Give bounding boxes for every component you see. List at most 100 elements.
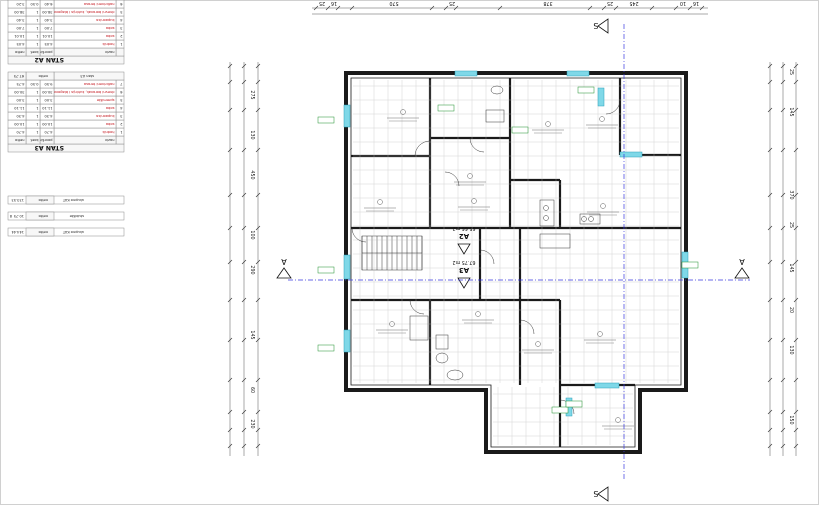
table-cell: 1	[36, 26, 38, 30]
table-total-label: stan A3	[80, 74, 94, 78]
table-cell: soba	[106, 26, 115, 30]
table-cell: 2	[120, 34, 122, 38]
section-marker-top: S	[593, 18, 609, 34]
table-cell: 3.00	[44, 98, 53, 102]
room-labels	[364, 109, 634, 430]
apartment-a3-name: A3	[459, 266, 469, 274]
table-cell: hodnik	[101, 130, 114, 134]
table-total-kind: netto	[38, 74, 48, 78]
right-dimension: 130	[788, 345, 794, 354]
table-cell: 1	[36, 18, 38, 22]
left-dimension: 230	[249, 419, 255, 428]
table-cell: natkriveni terasa	[84, 82, 115, 86]
top-dimension: 378	[543, 0, 552, 6]
table-header-cell: netto	[15, 138, 25, 142]
summary-kind: netto	[38, 198, 48, 202]
dimension-lines	[229, 7, 797, 456]
table-cell: 9.50	[44, 82, 53, 86]
table-cell: dnevni boravak, kuhinja i blagovaonica	[44, 10, 114, 14]
table-cell: soba	[106, 106, 115, 110]
summary-kind: netto	[38, 230, 48, 234]
top-dimension: 245	[629, 0, 638, 6]
table-cell: 5	[120, 10, 122, 14]
table-total-value: 67.75	[14, 74, 24, 78]
door-swings	[351, 99, 621, 415]
element-tags	[317, 86, 699, 414]
left-dimension: 100	[249, 230, 255, 239]
table-cell: 7.00	[44, 26, 53, 30]
table-cell: 3.40	[16, 18, 25, 22]
apartment-a2-area: 65.66 m2	[453, 225, 476, 231]
table-stan-a3: STAN A3nazivpovršinakoef.netto1hodnik4.7…	[7, 71, 125, 153]
section-marker-right: A	[734, 257, 750, 279]
table-cell: 11.10	[41, 106, 52, 110]
top-dimension: 570	[389, 0, 398, 6]
table-cell: 4	[120, 106, 123, 110]
table-cell: soba	[106, 34, 115, 38]
table-cell: 1	[36, 122, 38, 126]
right-dimension: 25	[788, 69, 794, 75]
top-dimension: 25	[449, 0, 455, 6]
table-cell: 1	[36, 98, 38, 102]
table-cell: 3	[120, 114, 122, 118]
right-dimension: 145	[788, 107, 794, 116]
table-header-cell: koef.	[30, 50, 39, 54]
summary-number: 8	[9, 214, 12, 218]
top-dimension: 25	[607, 0, 613, 6]
table-cell: 38.00	[41, 10, 52, 14]
section-marker-bottom: S	[593, 486, 609, 502]
table-cell: 30.00	[41, 90, 52, 94]
table-cell: 0.50	[30, 2, 39, 6]
table-cell: 4.05	[44, 42, 52, 46]
table-title: STAN A3	[35, 144, 64, 151]
top-dimension: 16	[693, 0, 699, 6]
table-cell: 3	[120, 26, 122, 30]
table-cell: kupaonica	[96, 114, 114, 118]
floor-grid	[353, 80, 679, 445]
table-header-cell: površina	[37, 138, 52, 142]
left-dimension: 275	[249, 90, 255, 99]
bathroom-fixtures	[435, 85, 505, 381]
apartment-a3-marker: A3 67.75 m2	[453, 259, 475, 289]
top-dimension: 25	[319, 0, 325, 6]
table-cell: 3.20	[16, 2, 25, 6]
summary-kind: netto	[38, 214, 48, 218]
table-cell: dnevni boravak, kuhinja i blagovaonica	[44, 90, 114, 94]
section-marker-right-label: A	[739, 257, 745, 266]
table-cell: natkriveni terasa	[84, 2, 115, 6]
section-marker-left-label: A	[281, 257, 287, 266]
table-header-cell: netto	[15, 50, 25, 54]
table-cell: kupaonica	[96, 18, 114, 22]
table-cell: 0.50	[30, 82, 39, 86]
right-dimension: 20	[788, 307, 794, 313]
table-cell: 10.00	[41, 122, 52, 126]
room-area-tables: STAN A2 naziv površina koef. netto 1 hodnik 4.0…	[7, 0, 125, 237]
right-dimension: 150	[788, 415, 794, 424]
table-stan-a2: STAN A2nazivpovršinakoef.netto1hodnik4.0…	[7, 0, 125, 65]
table-cell: 1	[36, 42, 38, 46]
section-marker-bottom-label: S	[593, 489, 598, 498]
dimension-ticks	[227, 5, 799, 449]
table-cell: 30.00	[13, 90, 24, 94]
table-cell: 4.75	[16, 82, 24, 86]
section-markers: S S A A	[276, 18, 750, 502]
apartment-a2-name: A2	[459, 232, 469, 240]
table-title: STAN A2	[35, 56, 64, 63]
summary-value: 10.75	[14, 214, 24, 218]
table-cell: 1	[36, 34, 38, 38]
apartment-markers: A2 65.66 m2 A3 67.75 m2	[453, 225, 476, 289]
apartment-a2-marker: A2 65.66 m2	[453, 225, 476, 255]
section-marker-left: A	[276, 257, 292, 279]
table-header-cell: naziv	[104, 138, 114, 142]
table-cell: 7	[120, 82, 122, 86]
left-dimension: 290	[249, 265, 255, 274]
table-cell: 4.30	[16, 114, 25, 118]
top-dimension: 16	[331, 0, 337, 6]
right-dimension: 25	[788, 222, 794, 228]
exterior-walls	[344, 71, 688, 454]
top-dimension: 10	[680, 0, 686, 6]
